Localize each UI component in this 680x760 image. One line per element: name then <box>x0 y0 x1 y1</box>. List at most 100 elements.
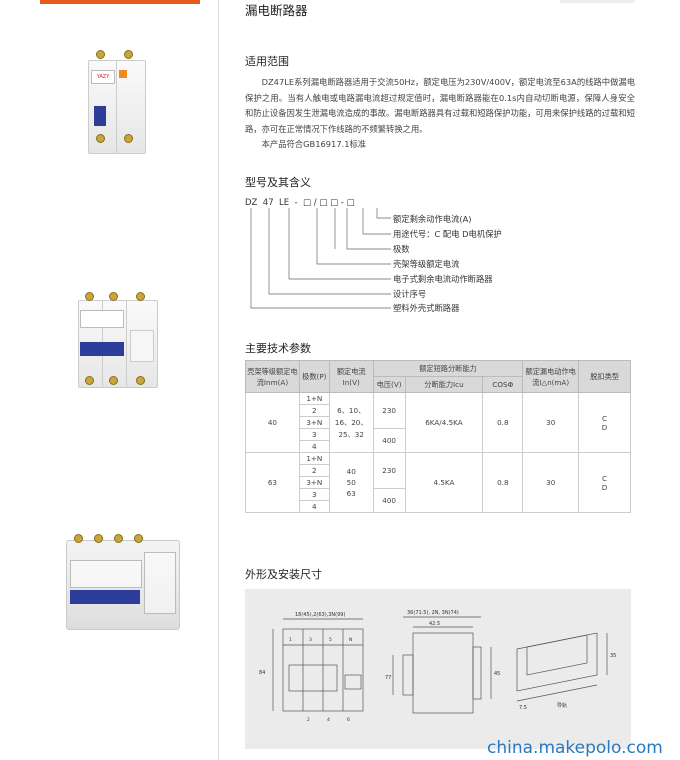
trip-c: C <box>602 473 608 483</box>
dim-75: 7.5 <box>519 705 527 711</box>
cell-pole: 1+N <box>298 392 330 405</box>
cell-pole: 2 <box>298 464 330 477</box>
dimensions-heading: 外形及安装尺寸 <box>245 568 322 581</box>
code-dash-1: - <box>294 198 298 208</box>
dimension-drawing-panel: 18(45),2(63),3N(99) 84 1 3 5 N 2 4 6 36(… <box>245 589 631 749</box>
th-cos: COSΦ <box>482 376 524 393</box>
cell-voltage: 230 <box>372 392 406 429</box>
cell-pole: 1+N <box>298 452 330 465</box>
th-icu: 分断能力Icu <box>404 376 484 393</box>
legend-item-6: 设计序号 <box>393 289 427 299</box>
scope-heading: 适用范围 <box>245 55 289 68</box>
dim-nN: N <box>349 637 352 643</box>
cell-pole: 2 <box>298 404 330 417</box>
cell-rated: 6、10、16、20、25、32 <box>328 392 374 453</box>
dimension-drawing: 18(45),2(63),3N(99) 84 1 3 5 N 2 4 6 36(… <box>259 610 616 723</box>
code-box-3: □ <box>330 198 339 208</box>
table-row: 3 400 <box>246 488 631 513</box>
cell-pole: 3 <box>298 488 330 501</box>
dim-84: 84 <box>259 670 265 676</box>
code-dash-2: - <box>340 198 344 208</box>
code-47: 47 <box>262 198 274 208</box>
cell-pole: 4 <box>298 440 330 453</box>
cell-pole: 4 <box>298 500 330 513</box>
column-divider <box>218 0 219 760</box>
cell-residual: 30 <box>522 452 580 513</box>
model-legend-lines <box>250 208 391 309</box>
product-image-3 <box>66 532 182 632</box>
dim-n5: 5 <box>329 637 332 643</box>
dim-n1: 1 <box>289 637 292 643</box>
header-faint-bar <box>560 0 635 3</box>
cell-residual: 30 <box>522 392 580 453</box>
cell-voltage: 400 <box>372 428 406 453</box>
product-image-1: YAZY <box>88 48 146 158</box>
th-trip: 脱扣类型 <box>578 360 631 393</box>
spec-table: 壳架等级额定电流Inm(A) 极数(P) 额定电流In(V) 额定短路分断能力 … <box>245 360 631 513</box>
cell-cos: 0.8 <box>482 452 524 513</box>
dim-45: 45 <box>494 671 500 677</box>
header-accent-bar <box>40 0 200 4</box>
legend-item-5: 电子式剩余电流动作断路器 <box>393 274 493 284</box>
dim-35: 35 <box>610 653 616 659</box>
scope-paragraph-2: 本产品符合GB16917.1标准 <box>261 139 367 149</box>
table-row: 4 <box>246 500 631 513</box>
cell-frame: 40 <box>245 392 300 453</box>
th-frame: 壳架等级额定电流Inm(A) <box>245 360 300 393</box>
cell-icu: 4.5KA <box>404 452 484 513</box>
cell-pole: 3+N <box>298 416 330 429</box>
specs-heading: 主要技术参数 <box>245 342 311 355</box>
dim-side-width: 36(71.5), 2N, 3N(74) <box>407 610 459 616</box>
cell-pole: 3+N <box>298 476 330 489</box>
trip-c: C <box>602 413 608 423</box>
code-dz: DZ <box>245 198 258 208</box>
th-voltage: 电压(V) <box>372 376 406 393</box>
scope-text: DZ47LE系列漏电断路器适用于交流50Hz，额定电压为230V/400V，额定… <box>245 75 635 153</box>
legend-item-1: 额定剩余动作电流(A) <box>393 214 472 224</box>
dim-top-width: 18(45),2(63),3N(99) <box>295 612 345 618</box>
legend-item-3: 极数 <box>393 244 410 254</box>
rated-50: 50 <box>346 478 356 487</box>
dim-77: 77 <box>385 675 391 681</box>
model-heading: 型号及其含义 <box>245 176 311 189</box>
dim-425: 42.5 <box>429 621 440 627</box>
dim-n6: 6 <box>347 717 350 723</box>
code-slash: / <box>313 198 317 208</box>
code-box-4: □ <box>346 198 355 208</box>
brand-label: YAZY <box>91 70 115 84</box>
table-row: 3 400 <box>246 428 631 453</box>
cell-voltage: 400 <box>372 488 406 513</box>
product-image-2 <box>78 290 160 390</box>
code-box-2: □ <box>319 198 328 208</box>
cell-cos: 0.8 <box>482 392 524 453</box>
th-poles: 极数(P) <box>298 360 330 393</box>
legend-item-7: 塑料外壳式断路器 <box>393 303 460 313</box>
scope-paragraph-1: DZ47LE系列漏电断路器适用于交流50Hz，额定电压为230V/400V，额定… <box>245 77 635 134</box>
cell-voltage: 230 <box>372 452 406 489</box>
cell-pole: 3 <box>298 428 330 441</box>
legend-item-2: 用途代号：C 配电 D电机保护 <box>393 229 502 239</box>
rated-63: 63 <box>346 489 356 498</box>
page-title: 漏电断路器 <box>245 3 308 18</box>
legend-item-4: 壳架等级额定电流 <box>393 259 460 269</box>
dim-n3: 3 <box>309 637 312 643</box>
code-le: LE <box>279 198 290 208</box>
watermark-link[interactable]: china.makepolo.com <box>487 738 663 758</box>
th-rated: 额定电流In(V) <box>328 360 374 393</box>
cell-rated: 40 50 63 <box>328 452 374 513</box>
code-box-1: □ <box>303 198 312 208</box>
th-residual: 额定漏电动作电流I△n(mA) <box>522 360 580 393</box>
cell-icu: 6KA/4.5KA <box>404 392 484 453</box>
dim-rail-label: 导轨 <box>557 702 567 709</box>
cell-frame: 63 <box>245 452 300 513</box>
trip-d: D <box>601 422 608 432</box>
dim-n4: 4 <box>327 717 330 723</box>
table-row: 40 1+N 6、10、16、20、25、32 230 6KA/4.5KA 0.… <box>245 392 631 453</box>
dim-n2: 2 <box>307 717 310 723</box>
trip-d: D <box>601 482 608 492</box>
model-code: DZ 47 LE - □ / □ □ - □ <box>245 198 355 208</box>
rated-40: 40 <box>346 467 356 476</box>
